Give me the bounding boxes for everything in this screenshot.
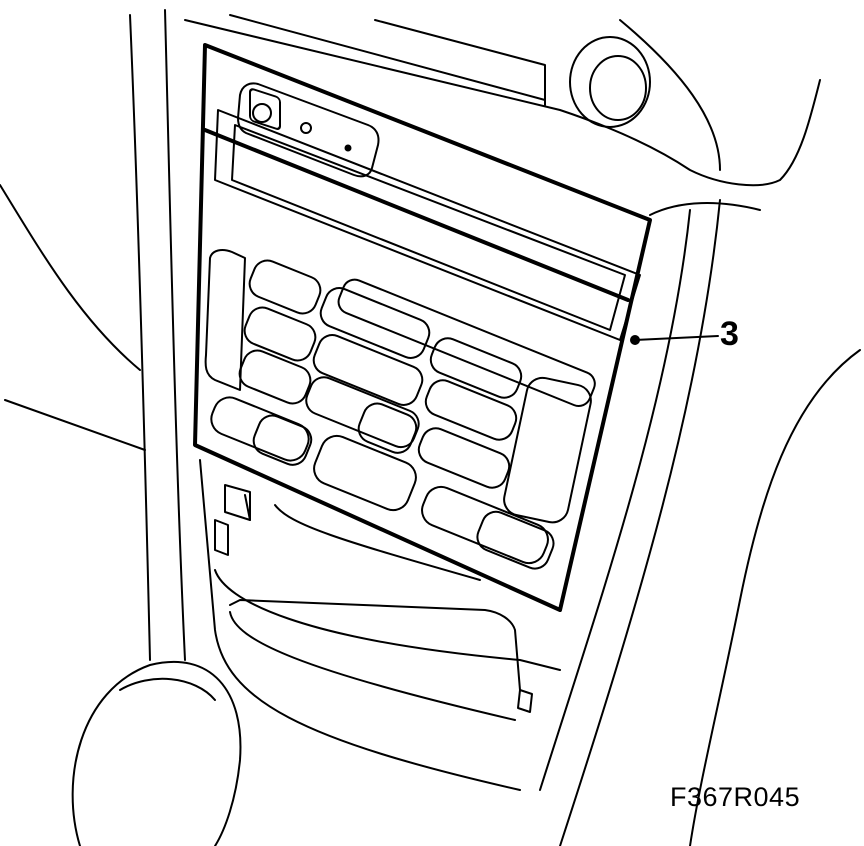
- display-window: [214, 109, 641, 341]
- left-side-outline: [0, 9, 186, 661]
- top-button-strip: [237, 82, 380, 178]
- control-panel-assembly: [193, 43, 652, 612]
- callout-number: 3: [720, 315, 739, 353]
- gear-knob: [71, 660, 242, 846]
- light-sensor-icon: [249, 88, 281, 130]
- lower-console: [199, 459, 561, 791]
- right-console-edge: [539, 199, 861, 846]
- button-grid: [204, 249, 596, 570]
- upper-dashboard-outline: [184, 14, 821, 216]
- callout-leader: [630, 335, 719, 345]
- round-vent: [569, 36, 651, 128]
- figure-code: F367R045: [670, 782, 801, 812]
